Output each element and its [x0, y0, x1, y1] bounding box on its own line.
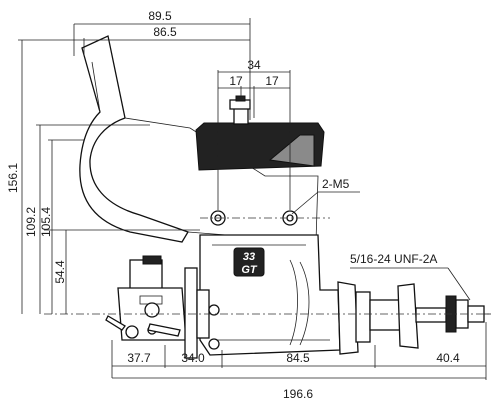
crankcase — [199, 234, 341, 356]
callout-2-m5: 2-M5 — [322, 177, 350, 191]
logo-line2: GT — [241, 264, 258, 276]
dim-height-109: 109.2 — [24, 207, 38, 237]
top-dimensions: 89.5 86.5 34 17 17 — [73, 9, 291, 210]
dim-mount-spacing: 34 — [247, 58, 261, 72]
callout-unf-thread: 5/16-24 UNF-2A — [350, 252, 437, 266]
callout-prop-thread: 5/16-24 UNF-2A — [350, 252, 471, 301]
dim-top-overall: 89.5 — [148, 9, 172, 23]
dim-bottom-2: 34.0 — [181, 351, 205, 365]
spark-plug — [229, 86, 251, 125]
engine-outline: 33 GT — [79, 35, 491, 359]
callout-mount-screws: 2-M5 — [291, 177, 360, 215]
dim-bottom-1: 37.7 — [127, 351, 151, 365]
dim-mount-half-right: 17 — [265, 74, 279, 88]
dim-bottom-3: 84.5 — [286, 351, 310, 365]
prop-hub — [337, 281, 491, 355]
carburetor — [105, 255, 187, 341]
dim-bottom-4: 40.4 — [436, 351, 460, 365]
dim-top-width: 86.5 — [153, 25, 177, 39]
dim-overall-height: 156.1 — [6, 163, 20, 193]
muffler-arm — [79, 35, 189, 243]
dim-mount-half-left: 17 — [229, 74, 243, 88]
backplate — [184, 267, 220, 359]
logo-line1: 33 — [243, 251, 255, 263]
bottom-dimensions: 37.7 34.0 84.5 40.4 196.6 — [111, 322, 487, 401]
dim-overall-length: 196.6 — [283, 387, 313, 401]
dim-height-105: 105.4 — [39, 207, 53, 237]
engine-logo: 33 GT — [233, 247, 265, 277]
dim-height-54: 54.4 — [53, 260, 67, 284]
left-dimensions: 156.1 109.2 105.4 54.4 — [6, 39, 200, 314]
